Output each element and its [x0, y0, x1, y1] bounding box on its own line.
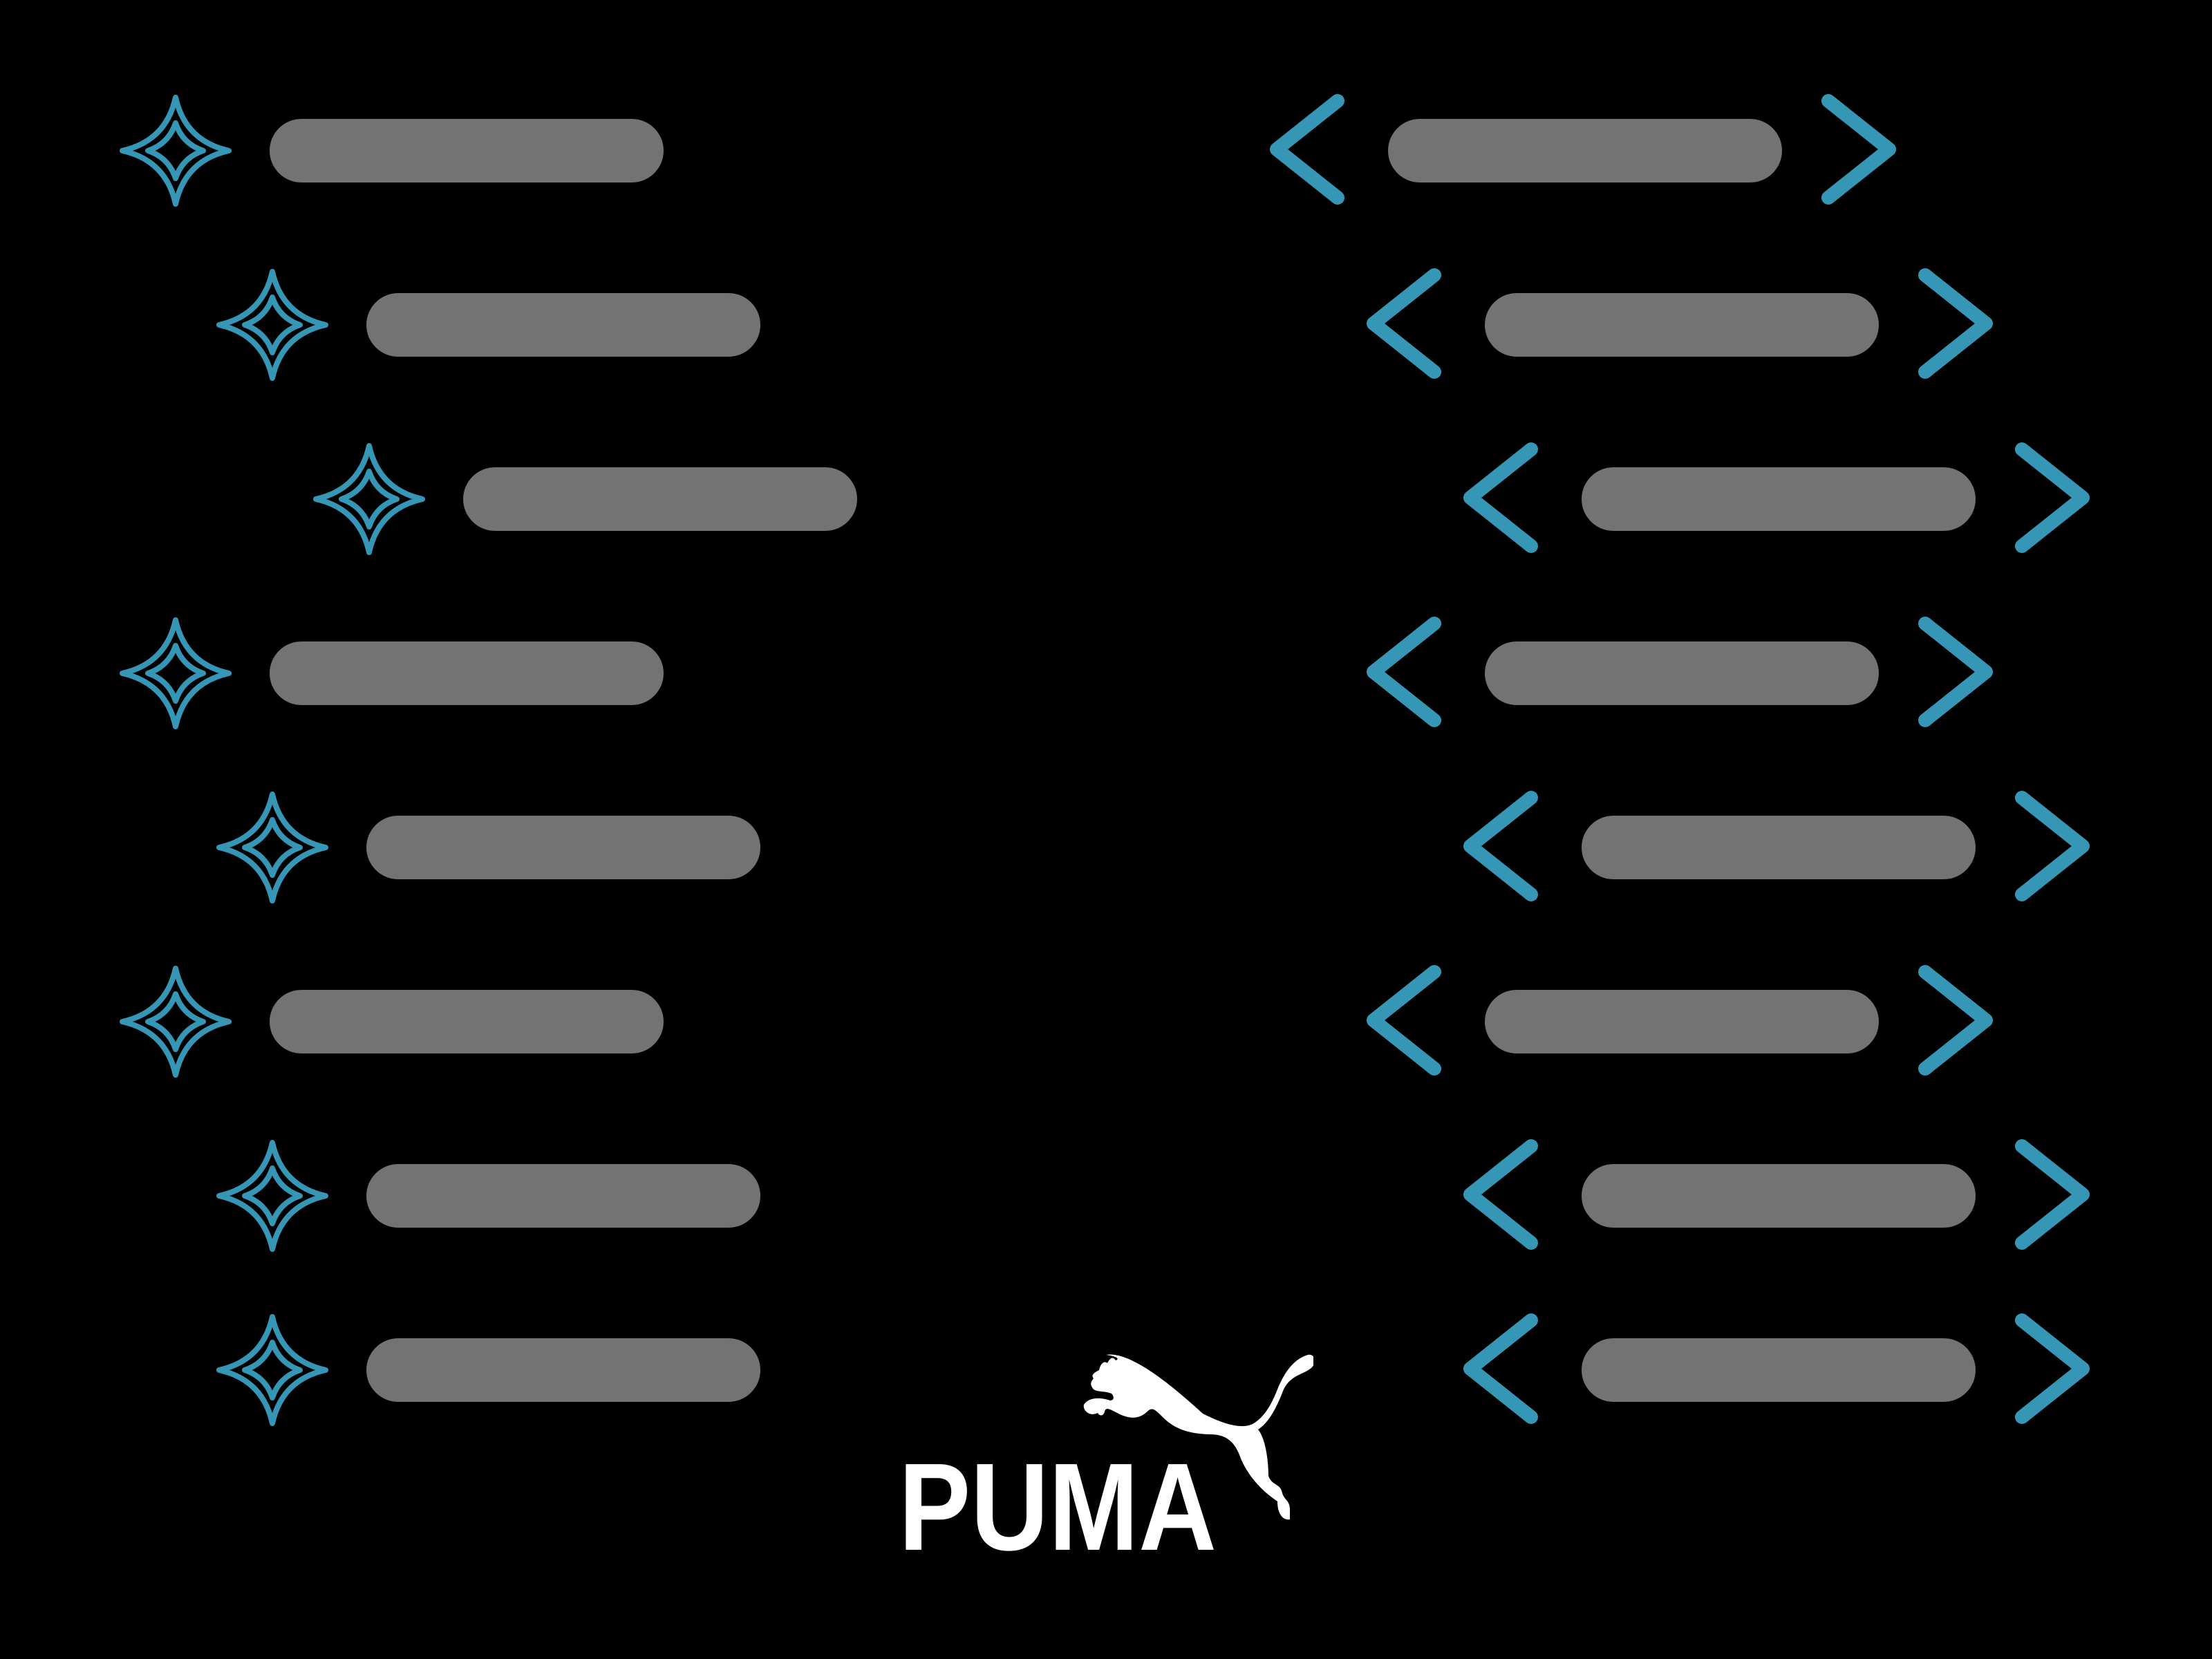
- chevron-right-icon[interactable]: [1911, 268, 1994, 386]
- sparkle-icon: [214, 266, 331, 384]
- chevron-right-icon[interactable]: [1815, 94, 1897, 212]
- chevron-left-icon[interactable]: [1268, 94, 1351, 212]
- sparkle-icon: [310, 440, 428, 558]
- list-item-bar[interactable]: [1485, 990, 1879, 1053]
- chevron-right-icon[interactable]: [1911, 617, 1994, 734]
- chevron-right-icon[interactable]: [1911, 965, 1994, 1082]
- chevron-right-icon[interactable]: [2008, 1139, 2091, 1257]
- list-item-bar[interactable]: [270, 641, 664, 705]
- chevron-left-icon[interactable]: [1365, 965, 1448, 1082]
- sparkle-icon: [214, 1137, 331, 1255]
- chevron-left-icon[interactable]: [1462, 1313, 1545, 1431]
- puma-logo: PUMA: [899, 1348, 1315, 1577]
- sparkle-icon: [117, 615, 234, 732]
- sparkle-icon: [214, 1311, 331, 1429]
- list-item-bar[interactable]: [463, 467, 857, 531]
- list-item-bar[interactable]: [1582, 1338, 1976, 1402]
- puma-cat-icon: PUMA: [899, 1354, 1315, 1577]
- chevron-left-icon[interactable]: [1462, 791, 1545, 908]
- chevron-left-icon[interactable]: [1365, 617, 1448, 734]
- sparkle-icon: [117, 92, 234, 209]
- list-item-bar[interactable]: [270, 119, 664, 182]
- list-item-bar[interactable]: [1582, 467, 1976, 531]
- list-item-bar[interactable]: [1485, 641, 1879, 705]
- list-item-bar[interactable]: [366, 816, 760, 879]
- list-item-bar[interactable]: [1582, 1164, 1976, 1228]
- chevron-right-icon[interactable]: [2008, 442, 2091, 560]
- list-item-bar[interactable]: [1582, 816, 1976, 879]
- chevron-right-icon[interactable]: [2008, 1313, 2091, 1431]
- logo-text: PUMA: [899, 1438, 1217, 1555]
- chevron-right-icon[interactable]: [2008, 791, 2091, 908]
- chevron-left-icon[interactable]: [1462, 442, 1545, 560]
- list-item-bar[interactable]: [366, 1164, 760, 1228]
- list-item-bar[interactable]: [366, 1338, 760, 1402]
- chevron-left-icon[interactable]: [1462, 1139, 1545, 1257]
- list-item-bar[interactable]: [1388, 119, 1782, 182]
- sparkle-icon: [214, 789, 331, 906]
- sparkle-icon: [117, 963, 234, 1080]
- list-item-bar[interactable]: [270, 990, 664, 1053]
- list-item-bar[interactable]: [1485, 293, 1879, 357]
- chevron-left-icon[interactable]: [1365, 268, 1448, 386]
- list-item-bar[interactable]: [366, 293, 760, 357]
